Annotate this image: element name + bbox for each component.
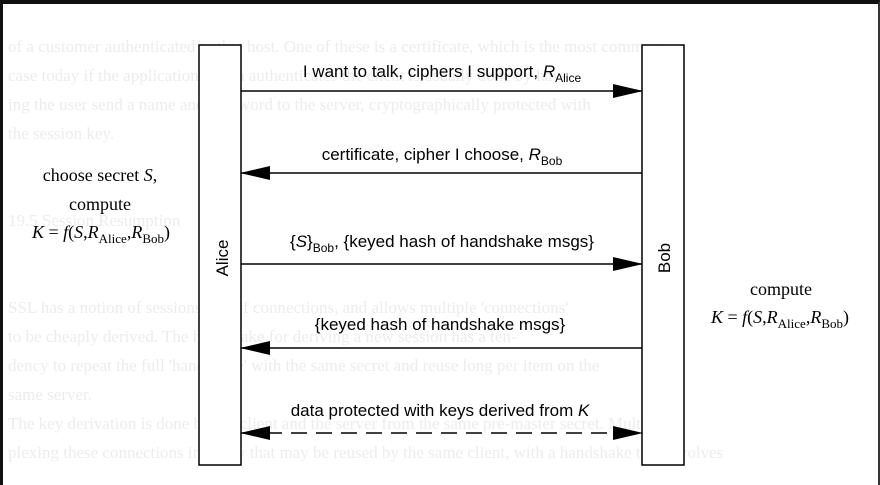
bg-line: the session key. [8, 124, 115, 143]
bg-line: case today if the application which auth… [8, 66, 567, 85]
bg-line: dency to repeat the full 'handshake' wit… [8, 356, 600, 375]
alice-label: Alice [213, 240, 232, 277]
bg-line: plexing these connections in a way that … [8, 443, 724, 462]
bg-line: SSL has a notion of sessions and of conn… [8, 298, 569, 317]
bg-line: of a customer authenticated to that host… [8, 37, 661, 56]
bg-line: to be cheaply derived. The handshake for… [8, 327, 517, 346]
bob-lifeline [641, 44, 685, 466]
message-2-label: certificate, cipher I choose, RBob [322, 145, 563, 168]
message-4-label: {keyed hash of handshake msgs} [315, 315, 566, 334]
bob-note-formula: K = f(S,RAlice,RBob) [710, 307, 849, 331]
bg-line: ing the user send a name and password to… [8, 95, 591, 114]
message-1-label: I want to talk, ciphers I support, RAlic… [303, 62, 582, 85]
bg-line: 19.5 Session Resumption [8, 211, 181, 230]
alice-note-formula: K = f(S,RAlice,RBob) [31, 222, 170, 246]
alice-note-line1: choose secret S, [43, 165, 157, 185]
bg-line: same server. [8, 385, 93, 404]
bob-label: Bob [655, 243, 674, 273]
message-5-label: data protected with keys derived from K [291, 401, 590, 420]
message-3-label: {S}Bob, {keyed hash of handshake msgs} [290, 232, 594, 255]
alice-note-line2: compute [69, 194, 131, 214]
alice-lifeline [198, 44, 242, 466]
bob-note-line1: compute [750, 279, 812, 299]
